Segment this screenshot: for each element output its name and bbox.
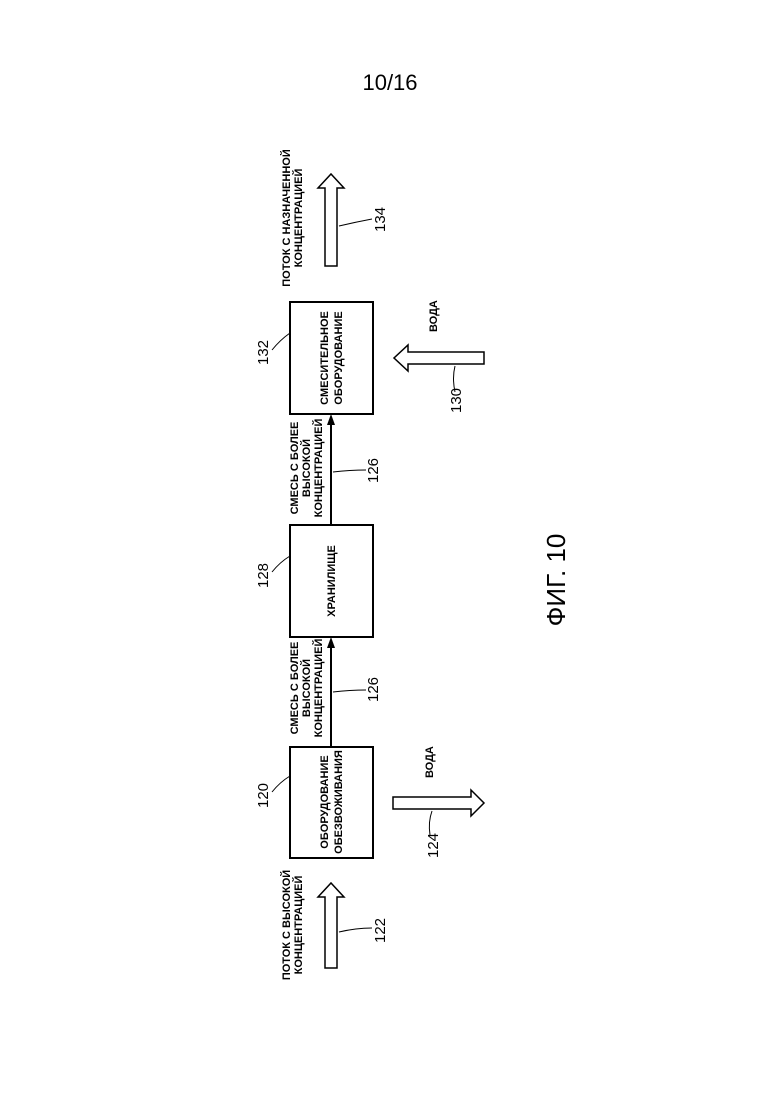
mix-a-line3: КОНЦЕНТРАЦИЕЙ bbox=[312, 639, 325, 738]
mix-b-ref-leader bbox=[333, 470, 366, 472]
dewatering-label-line1: ОБОРУДОВАНИЕ bbox=[319, 755, 331, 848]
mix-a-ref-leader bbox=[333, 690, 366, 692]
outlet-arrow bbox=[318, 174, 344, 266]
dewatering-ref: 120 bbox=[255, 783, 272, 808]
mix-a-line2: ВЫСОКОЙ bbox=[300, 659, 313, 717]
water-out-ref: 124 bbox=[425, 833, 442, 858]
outlet-ref-leader bbox=[339, 219, 372, 226]
storage-ref: 128 bbox=[255, 563, 272, 588]
water-in-label: ВОДА bbox=[428, 300, 440, 332]
inlet-ref-leader bbox=[339, 928, 372, 932]
mix-b-line1: СМЕСЬ С БОЛЕЕ bbox=[289, 422, 301, 515]
inlet-label: ПОТОК С ВЫСОКОЙ КОНЦЕНТРАЦИЕЙ bbox=[280, 870, 305, 980]
dewatering-ref-leader bbox=[272, 776, 290, 792]
figure-caption: ФИГ. 10 bbox=[541, 534, 571, 627]
mixing-block-label: СМЕСИТЕЛЬНОЕ ОБОРУДОВАНИЕ bbox=[319, 311, 345, 405]
outlet-line1: ПОТОК С НАЗНАЧЕННОЙ bbox=[280, 149, 293, 287]
mix-a-ref: 126 bbox=[365, 677, 382, 702]
mix-arrowhead-b bbox=[327, 414, 335, 425]
outlet-line2: КОНЦЕНТРАЦИЕЙ bbox=[292, 169, 305, 268]
water-in-ref: 130 bbox=[448, 388, 465, 413]
inlet-ref: 122 bbox=[372, 918, 389, 943]
mix-arrowhead-a bbox=[327, 637, 335, 648]
mix-b-label: СМЕСЬ С БОЛЕЕ ВЫСОКОЙ КОНЦЕНТРАЦИЕЙ bbox=[289, 419, 325, 518]
water-out-arrow bbox=[393, 790, 484, 816]
dewatering-block bbox=[290, 747, 373, 858]
storage-ref-leader bbox=[272, 556, 290, 572]
water-out-label: ВОДА bbox=[424, 746, 436, 778]
mix-a-label: СМЕСЬ С БОЛЕЕ ВЫСОКОЙ КОНЦЕНТРАЦИЕЙ bbox=[289, 639, 325, 738]
storage-block-label: ХРАНИЛИЩЕ bbox=[326, 545, 338, 617]
storage-label-line1: ХРАНИЛИЩЕ bbox=[326, 545, 338, 617]
outlet-label: ПОТОК С НАЗНАЧЕННОЙ КОНЦЕНТРАЦИЕЙ bbox=[280, 149, 305, 287]
outlet-ref: 134 bbox=[372, 207, 389, 232]
inlet-arrow bbox=[318, 883, 344, 968]
water-in-arrow bbox=[394, 345, 484, 371]
mixing-ref-leader bbox=[272, 333, 290, 350]
dewatering-block-label: ОБОРУДОВАНИЕ ОБЕЗВОЖИВАНИЯ bbox=[319, 750, 345, 854]
mixing-label-line1: СМЕСИТЕЛЬНОЕ bbox=[319, 311, 331, 405]
inlet-line1: ПОТОК С ВЫСОКОЙ bbox=[280, 870, 293, 980]
mixing-ref: 132 bbox=[255, 340, 272, 365]
mixing-label-line2: ОБОРУДОВАНИЕ bbox=[333, 311, 345, 404]
mix-a-line1: СМЕСЬ С БОЛЕЕ bbox=[289, 642, 301, 735]
mix-b-ref: 126 bbox=[365, 458, 382, 483]
mix-b-line2: ВЫСОКОЙ bbox=[300, 439, 313, 497]
water-out-ref-leader bbox=[429, 811, 432, 835]
inlet-line2: КОНЦЕНТРАЦИЕЙ bbox=[292, 876, 305, 975]
mixing-block bbox=[290, 302, 373, 414]
dewatering-label-line2: ОБЕЗВОЖИВАНИЯ bbox=[333, 750, 345, 854]
mix-b-line3: КОНЦЕНТРАЦИЕЙ bbox=[312, 419, 325, 518]
